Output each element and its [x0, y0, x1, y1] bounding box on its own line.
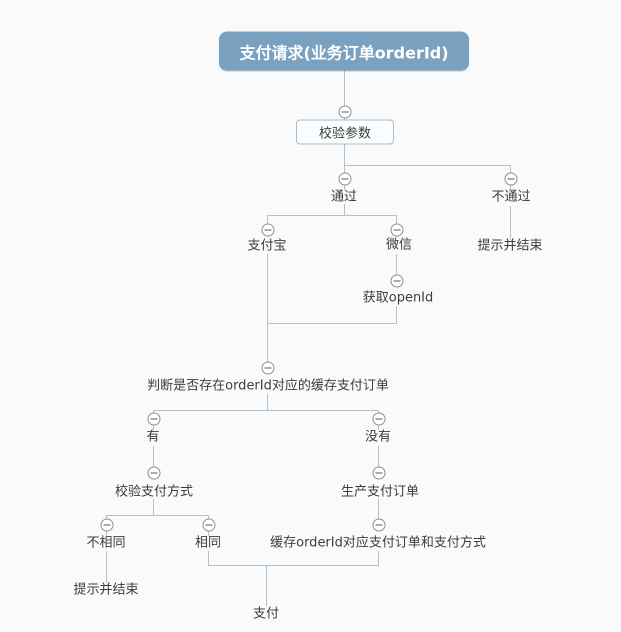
collapse-icon[interactable]	[372, 412, 385, 426]
connector-line	[267, 306, 397, 324]
collapse-icon[interactable]	[202, 518, 215, 532]
collapse-icon[interactable]	[100, 518, 113, 532]
node-pay[interactable]: 支付	[252, 606, 280, 622]
node-judge-cache[interactable]: 判断是否存在orderId对应的缓存支付订单	[147, 378, 389, 394]
node-fail-end[interactable]: 提示并结束	[477, 238, 543, 254]
node-get-openid[interactable]: 获取openId	[362, 290, 434, 306]
node-not-same-end[interactable]: 提示并结束	[73, 582, 139, 598]
node-wechat[interactable]: 微信	[385, 237, 413, 253]
collapse-icon[interactable]	[147, 412, 160, 426]
collapse-icon[interactable]	[372, 466, 385, 480]
collapse-icon[interactable]	[372, 518, 385, 532]
collapse-icon[interactable]	[261, 361, 274, 375]
collapse-icon[interactable]	[338, 172, 351, 186]
collapse-icon[interactable]	[338, 105, 351, 119]
node-method-same[interactable]: 相同	[194, 535, 222, 551]
node-fail[interactable]: 不通过	[491, 189, 531, 205]
collapse-icon[interactable]	[147, 466, 160, 480]
node-cache-order[interactable]: 缓存orderId对应支付订单和支付方式	[270, 535, 486, 551]
collapse-icon[interactable]	[390, 274, 403, 288]
node-verify-pay-method[interactable]: 校验支付方式	[114, 484, 194, 500]
node-method-not-same[interactable]: 不相同	[86, 535, 126, 551]
node-create-pay-order[interactable]: 生产支付订单	[340, 484, 420, 500]
node-no-cache[interactable]: 没有	[364, 429, 392, 445]
node-pay-request-root[interactable]: 支付请求(业务订单orderId)	[219, 31, 469, 71]
collapse-icon[interactable]	[261, 223, 274, 237]
node-has-cache[interactable]: 有	[146, 429, 160, 445]
node-check-params[interactable]: 校验参数	[296, 119, 394, 145]
node-pass[interactable]: 通过	[330, 189, 358, 205]
collapse-icon[interactable]	[390, 223, 403, 237]
node-alipay[interactable]: 支付宝	[247, 238, 287, 254]
collapse-icon[interactable]	[504, 172, 517, 186]
